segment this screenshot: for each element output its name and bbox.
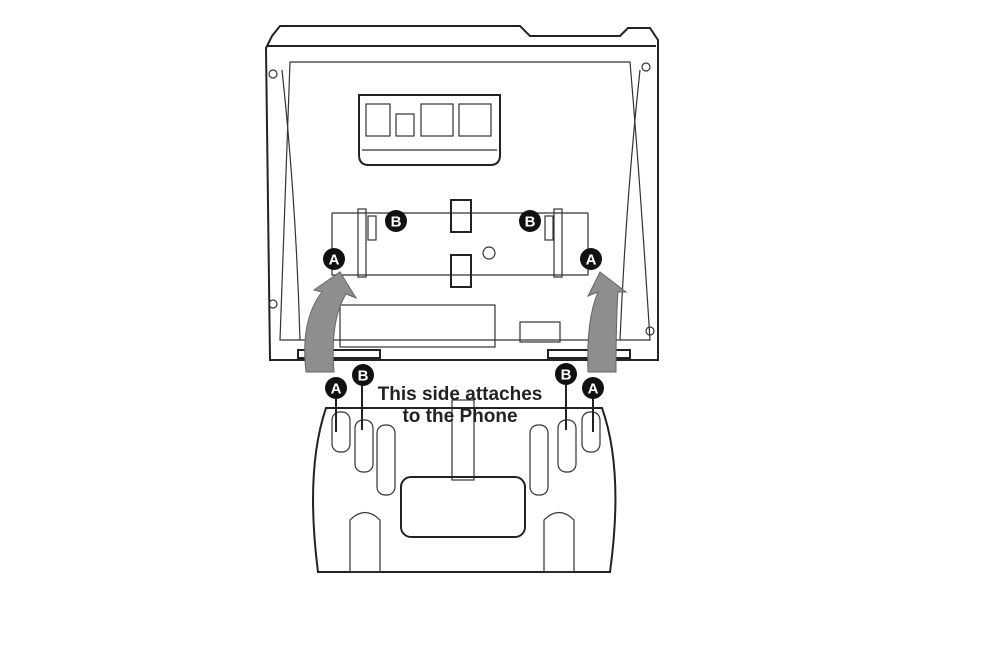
phone-back (264, 25, 659, 361)
arrow-left-icon (304, 271, 358, 373)
label-a-stand-left: A (325, 377, 347, 399)
mounting-plate (331, 199, 589, 288)
svg-text:A: A (329, 252, 340, 269)
label-b-stand-right: B (555, 363, 577, 385)
svg-text:B: B (525, 214, 536, 231)
svg-text:A: A (586, 252, 597, 269)
attachment-caption: This side attaches to the Phone (360, 384, 560, 428)
arrow-right-icon (586, 271, 628, 373)
svg-text:B: B (358, 368, 369, 385)
label-b-phone-right: B (519, 210, 541, 232)
caption-line-2: to the Phone (402, 406, 518, 427)
svg-text:B: B (391, 214, 402, 231)
phone-stand (312, 399, 617, 573)
label-a-stand-right: A (582, 377, 604, 399)
svg-text:A: A (588, 381, 599, 398)
label-a-phone-right: A (580, 248, 602, 270)
label-b-phone-left: B (385, 210, 407, 232)
label-b-stand-left: B (352, 364, 374, 386)
port-block (358, 94, 501, 166)
svg-text:B: B (561, 367, 572, 384)
caption-line-1: This side attaches (377, 384, 543, 405)
label-a-phone-left: A (323, 248, 345, 270)
svg-text:A: A (331, 381, 342, 398)
